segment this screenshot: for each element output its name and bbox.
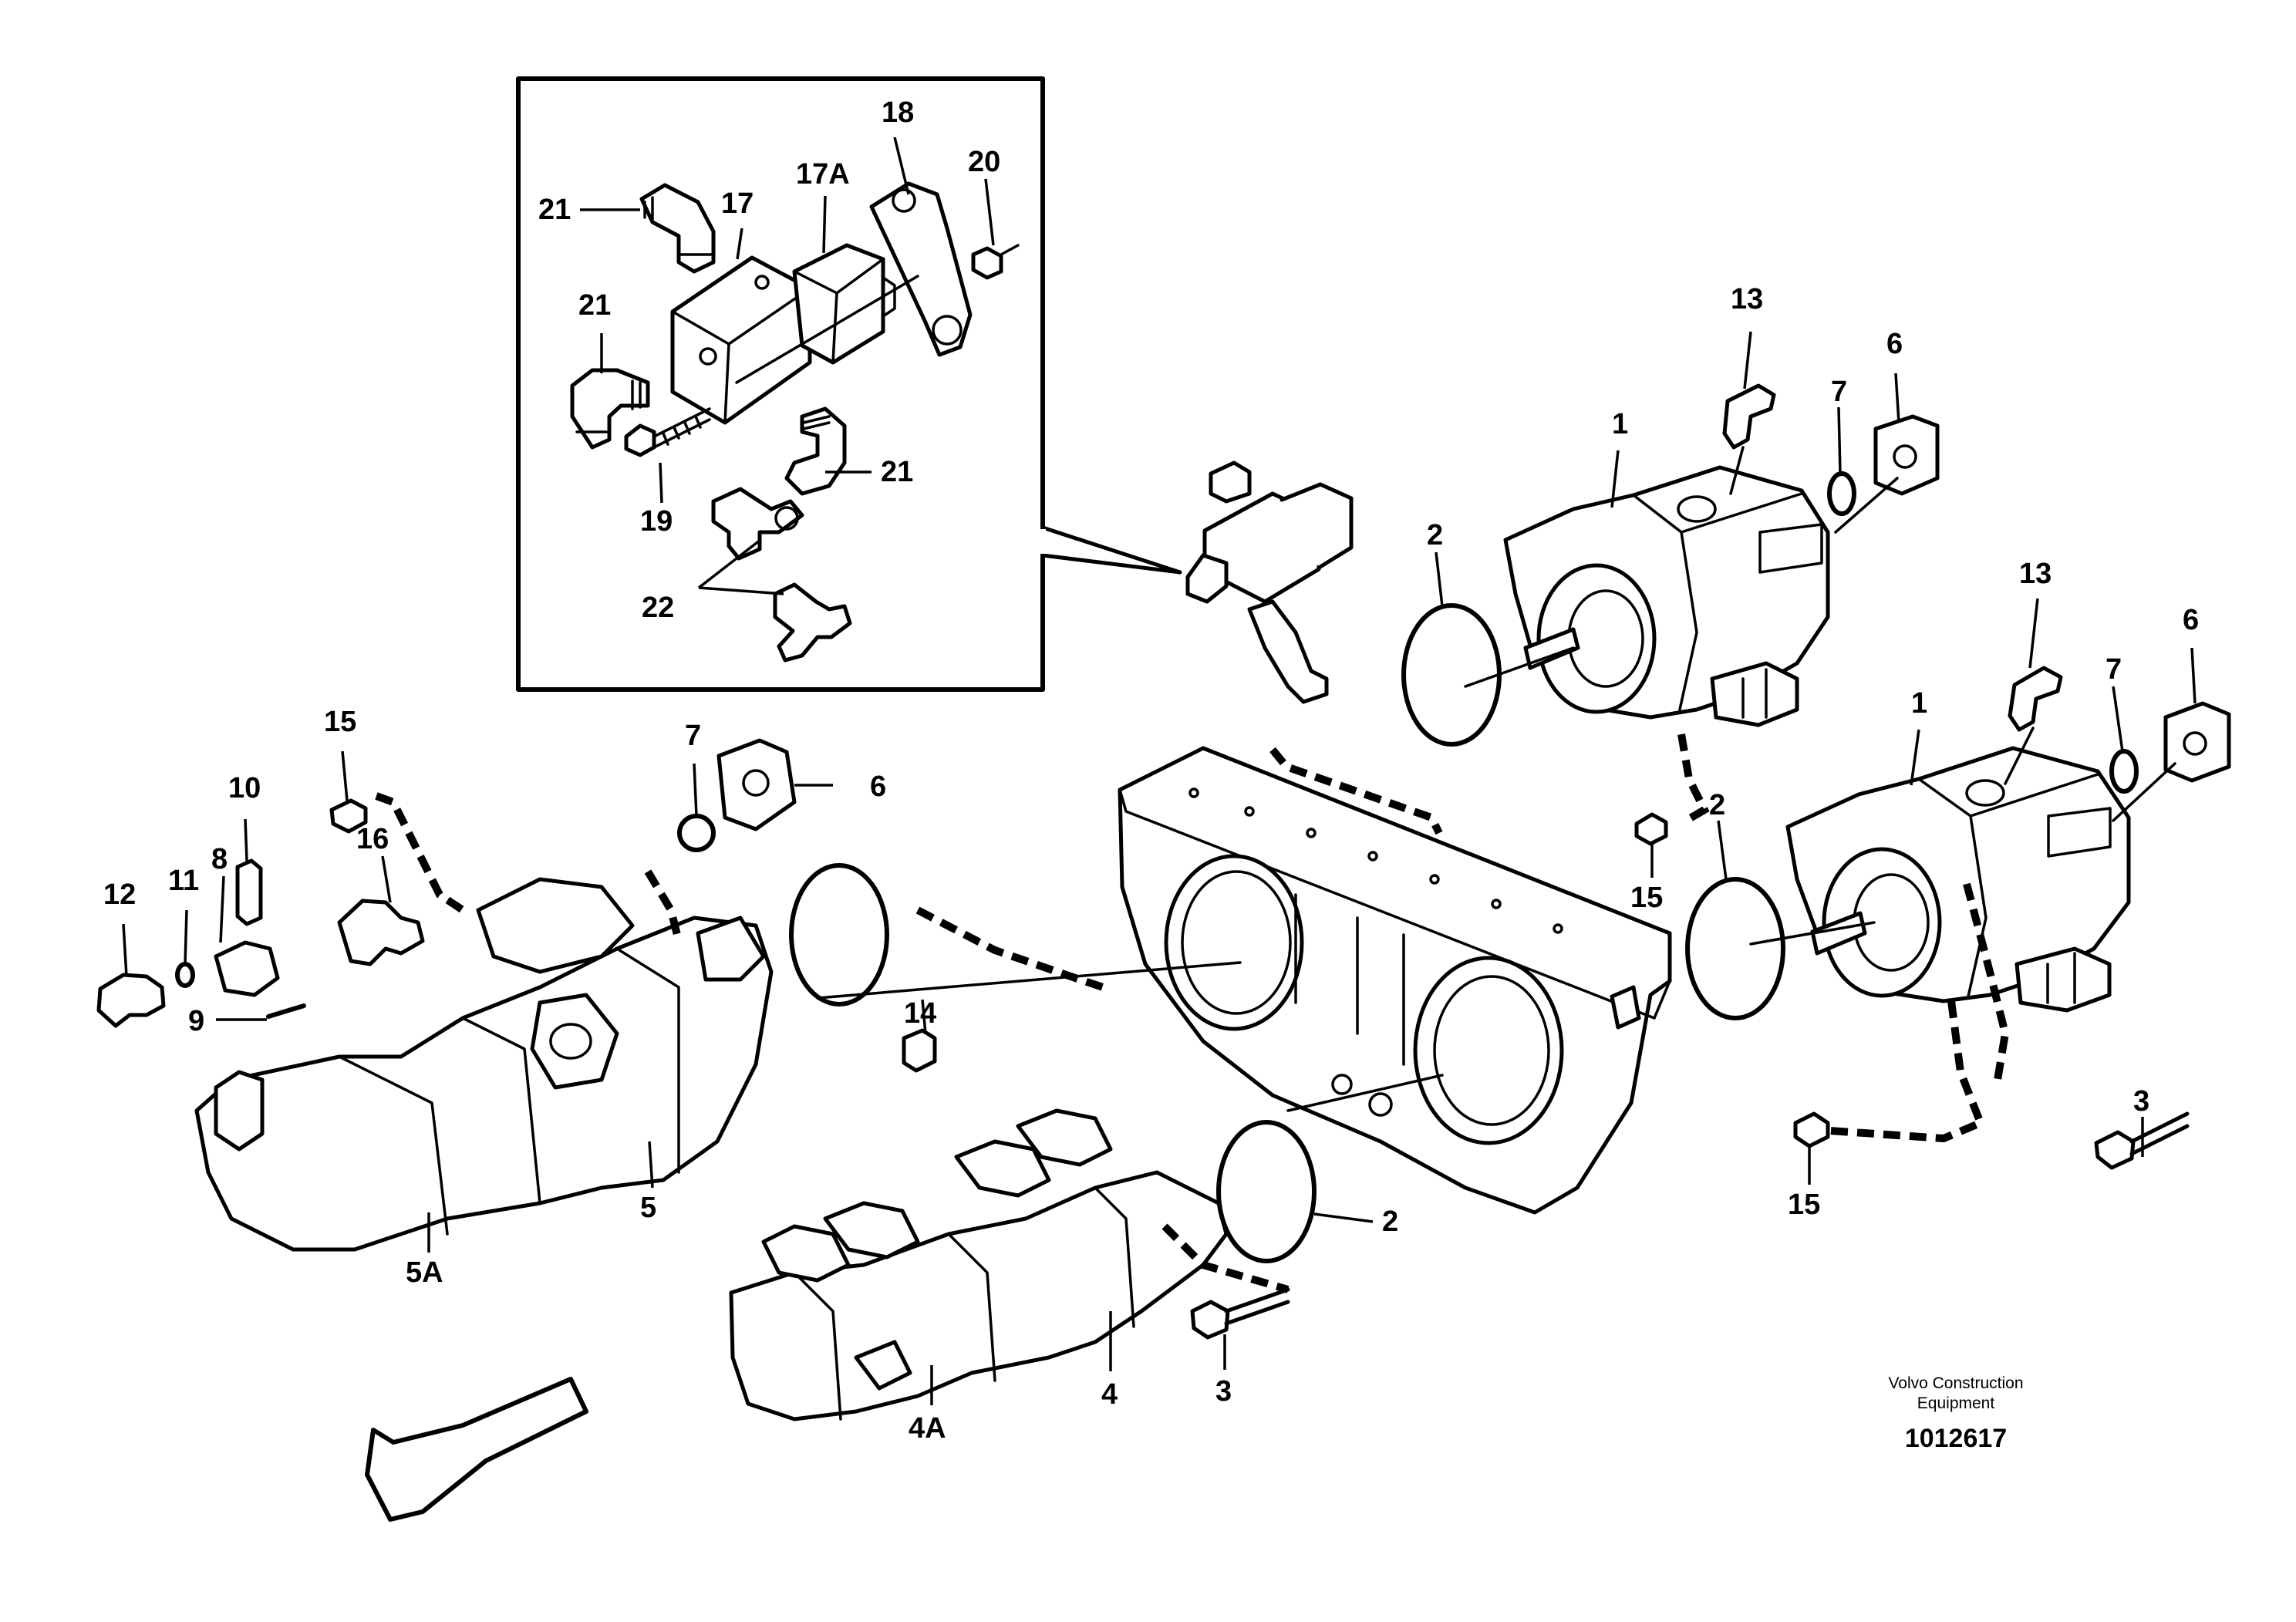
bolt-3-right (2094, 1111, 2190, 1170)
o-ring-left (789, 863, 889, 1007)
flange-6-left (716, 738, 797, 831)
callout-21-right: 21 (881, 456, 913, 488)
callout-18: 18 (882, 96, 914, 129)
pump-1-lower (1785, 746, 2131, 1013)
callout-20: 20 (968, 146, 1000, 178)
elbow-fitting-12 (96, 973, 166, 1028)
flange-6-upper (1873, 414, 1940, 496)
nut-20 (971, 244, 1020, 280)
o-ring-7-right (2109, 749, 2139, 794)
document-footer: Volvo Construction Equipment 1012617 (1888, 1374, 2023, 1453)
elbow-fitting-13-lower (2008, 666, 2063, 732)
elbow-fitting-16 (337, 899, 425, 966)
sensor-8 (214, 940, 280, 997)
callout-14: 14 (904, 997, 936, 1030)
callout-6-right: 6 (2183, 604, 2199, 636)
callout-3-right: 3 (2133, 1085, 2149, 1118)
bolt-3-bottom (1190, 1287, 1290, 1340)
o-ring-7-upper (1827, 471, 1856, 516)
callout-5: 5 (640, 1192, 656, 1224)
fitting-15-left (329, 798, 368, 834)
o-ring-2-right (1685, 877, 1785, 1020)
bolt-19 (624, 407, 711, 457)
callout-17: 17 (721, 187, 754, 220)
callout-10: 10 (228, 772, 261, 804)
callout-2-lower: 2 (1382, 1206, 1398, 1238)
pump-4-bottom (729, 1108, 1229, 1421)
o-ring-11 (175, 962, 195, 988)
callout-labels: 18 20 17A 17 21 21 21 19 22 13 13 1 1 6 … (103, 96, 2199, 1445)
fitting-15-right (1793, 1111, 1830, 1148)
callout-15-mid: 15 (1630, 882, 1663, 914)
callout-19: 19 (640, 505, 673, 538)
callout-7-right: 7 (2106, 653, 2122, 686)
callout-1-lower: 1 (1911, 687, 1927, 720)
bracket-18 (735, 181, 973, 384)
callout-9: 9 (188, 1005, 204, 1037)
elbow-fitting-21-top (639, 183, 716, 274)
callout-21-top: 21 (538, 194, 571, 226)
manufacturer-name-line2: Equipment (1917, 1394, 1995, 1412)
callout-15-left: 15 (324, 706, 356, 738)
callout-13-lower: 13 (2019, 558, 2052, 590)
o-ring-2-upper (1401, 603, 1502, 747)
callout-2-right: 2 (1709, 789, 1725, 821)
axis-lines (816, 446, 2176, 1112)
callout-8: 8 (211, 843, 228, 875)
callout-16: 16 (356, 823, 389, 855)
valve-assembly (1185, 460, 1354, 704)
callout-12: 12 (103, 878, 136, 911)
main-housing (1118, 746, 1672, 1215)
o-ring-2-lower (1216, 1120, 1317, 1263)
callout-5a: 5A (406, 1256, 443, 1289)
callout-11: 11 (168, 865, 199, 897)
assembly-lines (375, 733, 2010, 1293)
elbow-fitting-13-upper (1722, 383, 1776, 450)
fitting-15-mid (1634, 812, 1668, 846)
callout-7-upper: 7 (1831, 376, 1847, 408)
elbow-fitting-21-left (570, 368, 650, 450)
callout-21-left: 21 (578, 289, 611, 322)
valve-block-17 (670, 255, 812, 425)
callout-2-upper: 2 (1427, 519, 1443, 551)
callout-13-upper: 13 (1731, 283, 1763, 315)
callout-6-left: 6 (870, 771, 886, 803)
o-ring-7-left (677, 814, 716, 852)
callout-22: 22 (642, 592, 674, 624)
detail-inset (516, 76, 1182, 692)
document-number: 1012617 (1905, 1424, 2007, 1453)
callout-6-upper: 6 (1886, 328, 1903, 360)
callout-1-upper: 1 (1612, 408, 1628, 440)
callout-4: 4 (1101, 1378, 1118, 1411)
flange-6-right (2163, 701, 2231, 783)
pump-5-left (194, 877, 774, 1252)
callout-7-left: 7 (685, 720, 701, 752)
fitting-14 (902, 1028, 937, 1073)
leader-lines (122, 137, 2197, 1405)
callout-15-right: 15 (1788, 1189, 1820, 1221)
callout-4a: 4A (909, 1412, 946, 1445)
direction-arrow (365, 1377, 588, 1522)
bracket-10 (235, 858, 263, 926)
pump-1-upper (1503, 465, 1830, 727)
tee-fitting-22 (711, 487, 852, 663)
callout-17a: 17A (796, 158, 850, 191)
callout-3-bottom: 3 (1215, 1375, 1232, 1408)
manufacturer-name-line1: Volvo Construction (1888, 1374, 2023, 1392)
seal-9 (266, 1003, 306, 1019)
